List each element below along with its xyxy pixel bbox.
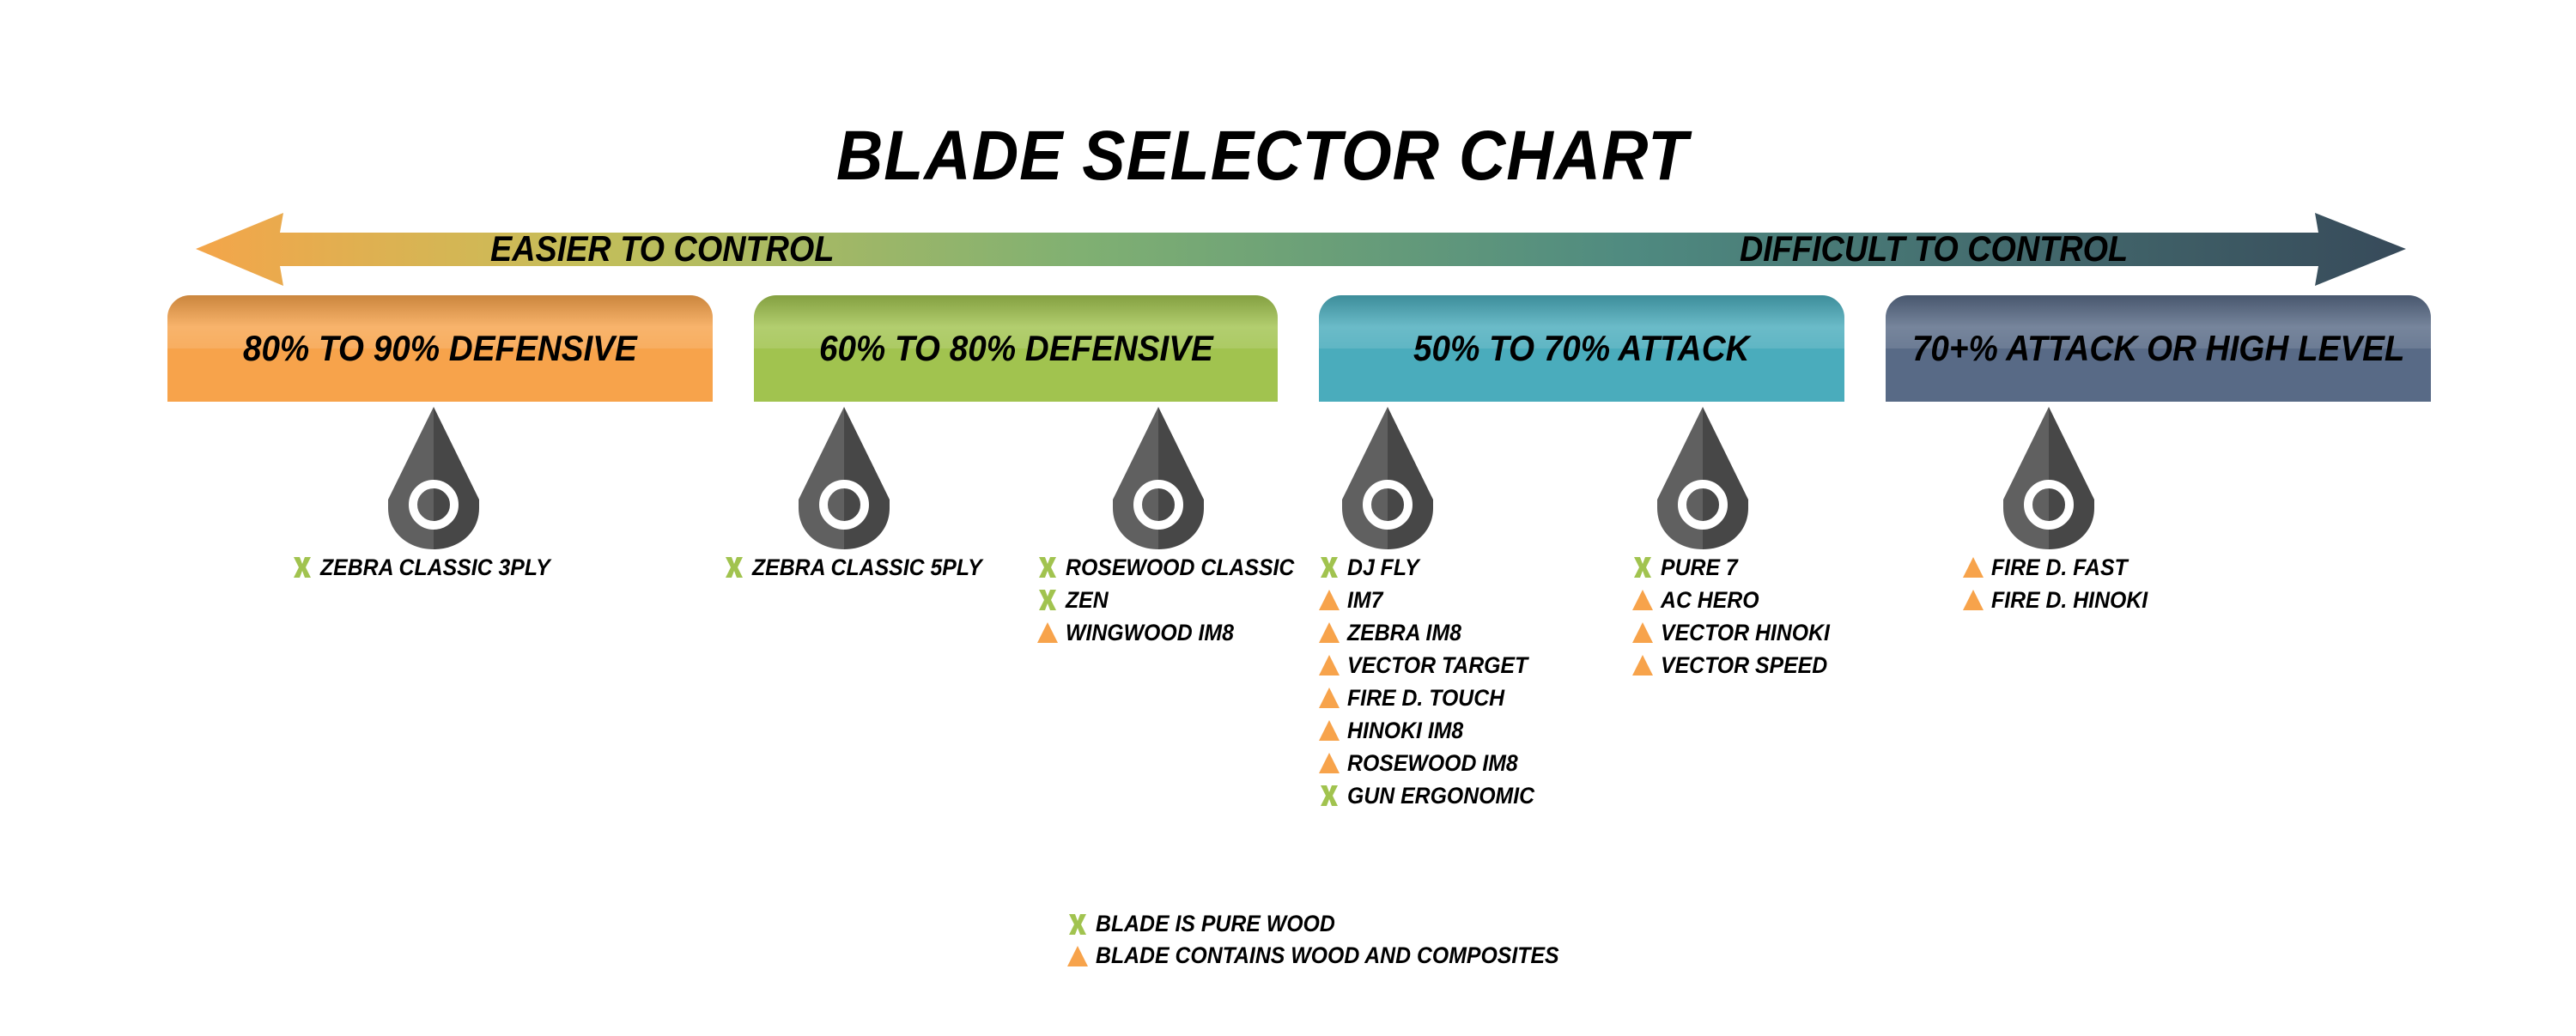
orange-triangle-icon [1318, 719, 1340, 742]
blade-list: ROSEWOOD CLASSIC ZEN WINGWOOD IM8 [1036, 551, 1315, 649]
easier-to-control-label: EASIER TO CONTROL [490, 228, 835, 269]
blade-name: VECTOR HINOKI [1661, 619, 1830, 645]
difficult-to-control-label: DIFFICULT TO CONTROL [1740, 228, 2129, 269]
orange-triangle-icon [1036, 621, 1059, 644]
blade-item: ZEBRA CLASSIC 3PLY [291, 551, 570, 584]
blade-item: PURE 7 [1631, 551, 1844, 584]
category-defensive-80-90: 80% TO 90% DEFENSIVE [167, 295, 713, 402]
blade-item: VECTOR HINOKI [1631, 616, 1844, 649]
blade-item: WINGWOOD IM8 [1036, 616, 1315, 649]
blade-list: PURE 7 AC HERO VECTOR HINOKI VECTOR SPEED [1631, 551, 1844, 682]
pin-marker-icon [1656, 407, 1750, 549]
blade-item: ZEN [1036, 584, 1315, 616]
blade-item: ZEBRA CLASSIC 5PLY [723, 551, 1002, 584]
legend-item-composite: BLADE CONTAINS WOOD AND COMPOSITES [1066, 940, 1600, 972]
orange-triangle-icon [1318, 621, 1340, 644]
orange-triangle-icon [1962, 556, 1984, 579]
pin-marker-icon [797, 407, 891, 549]
orange-triangle-icon [1318, 589, 1340, 611]
pin-marker-icon [386, 407, 481, 549]
chart-title: BLADE SELECTOR CHART [835, 117, 1689, 195]
blade-item: GUN ERGONOMIC [1318, 779, 1551, 812]
green-x-icon [1631, 556, 1654, 579]
blade-list: ZEBRA CLASSIC 3PLY [291, 551, 570, 584]
blade-name: ZEN [1066, 586, 1109, 613]
green-x-icon [1318, 556, 1340, 579]
blade-item: AC HERO [1631, 584, 1844, 616]
blade-item: DJ FLY [1318, 551, 1551, 584]
legend-item-wood: BLADE IS PURE WOOD [1066, 908, 1600, 940]
blade-name: ROSEWOOD CLASSIC [1066, 554, 1295, 580]
blade-name: AC HERO [1661, 586, 1759, 613]
blade-name: ROSEWOOD IM8 [1347, 749, 1518, 776]
blade-list: FIRE D. FAST FIRE D. HINOKI [1962, 551, 2161, 616]
orange-triangle-icon [1962, 589, 1984, 611]
blade-name: DJ FLY [1347, 554, 1419, 580]
blade-item: IM7 [1318, 584, 1551, 616]
blade-name: FIRE D. TOUCH [1347, 684, 1505, 711]
green-x-icon [1066, 913, 1089, 936]
blade-item: FIRE D. TOUCH [1318, 682, 1551, 714]
blade-item: VECTOR TARGET [1318, 649, 1551, 682]
green-x-icon [1318, 785, 1340, 807]
orange-triangle-icon [1318, 752, 1340, 774]
legend: BLADE IS PURE WOOD BLADE CONTAINS WOOD A… [1066, 908, 1600, 972]
green-x-icon [291, 556, 313, 579]
blade-item: ROSEWOOD IM8 [1318, 747, 1551, 779]
orange-triangle-icon [1066, 945, 1089, 967]
category-label: 60% TO 80% DEFENSIVE [818, 328, 1213, 368]
blade-name: IM7 [1347, 586, 1383, 613]
green-x-icon [1036, 589, 1059, 611]
category-attack-70-plus: 70+% ATTACK OR HIGH LEVEL [1886, 295, 2431, 402]
legend-label: BLADE IS PURE WOOD [1096, 911, 1335, 936]
blade-name: WINGWOOD IM8 [1066, 619, 1234, 645]
category-label: 70+% ATTACK OR HIGH LEVEL [1911, 328, 2405, 368]
blade-name: PURE 7 [1661, 554, 1738, 580]
category-defensive-60-80: 60% TO 80% DEFENSIVE [754, 295, 1278, 402]
green-x-icon [723, 556, 745, 579]
pin-marker-icon [1340, 407, 1435, 549]
blade-name: HINOKI IM8 [1347, 717, 1464, 743]
blade-name: ZEBRA IM8 [1347, 619, 1461, 645]
blade-list: ZEBRA CLASSIC 5PLY [723, 551, 1002, 584]
blade-item: FIRE D. FAST [1962, 551, 2161, 584]
blade-item: ROSEWOOD CLASSIC [1036, 551, 1315, 584]
blade-item: ZEBRA IM8 [1318, 616, 1551, 649]
difficulty-arrow [196, 213, 2406, 286]
blade-name: VECTOR SPEED [1661, 651, 1828, 678]
blade-name: VECTOR TARGET [1347, 651, 1528, 678]
orange-triangle-icon [1631, 621, 1654, 644]
green-x-icon [1036, 556, 1059, 579]
pin-marker-icon [2002, 407, 2096, 549]
category-label: 50% TO 70% ATTACK [1413, 328, 1750, 368]
blade-item: VECTOR SPEED [1631, 649, 1844, 682]
blade-item: FIRE D. HINOKI [1962, 584, 2161, 616]
pin-marker-icon [1111, 407, 1206, 549]
orange-triangle-icon [1631, 654, 1654, 676]
orange-triangle-icon [1318, 654, 1340, 676]
orange-triangle-icon [1318, 687, 1340, 709]
blade-name: ZEBRA CLASSIC 3PLY [320, 554, 550, 580]
blade-item: HINOKI IM8 [1318, 714, 1551, 747]
category-attack-50-70: 50% TO 70% ATTACK [1319, 295, 1844, 402]
blade-name: GUN ERGONOMIC [1347, 782, 1535, 809]
blade-name: FIRE D. HINOKI [1991, 586, 2148, 613]
orange-triangle-icon [1631, 589, 1654, 611]
legend-label: BLADE CONTAINS WOOD AND COMPOSITES [1096, 942, 1559, 968]
blade-name: FIRE D. FAST [1991, 554, 2128, 580]
category-label: 80% TO 90% DEFENSIVE [243, 328, 637, 368]
blade-name: ZEBRA CLASSIC 5PLY [752, 554, 982, 580]
